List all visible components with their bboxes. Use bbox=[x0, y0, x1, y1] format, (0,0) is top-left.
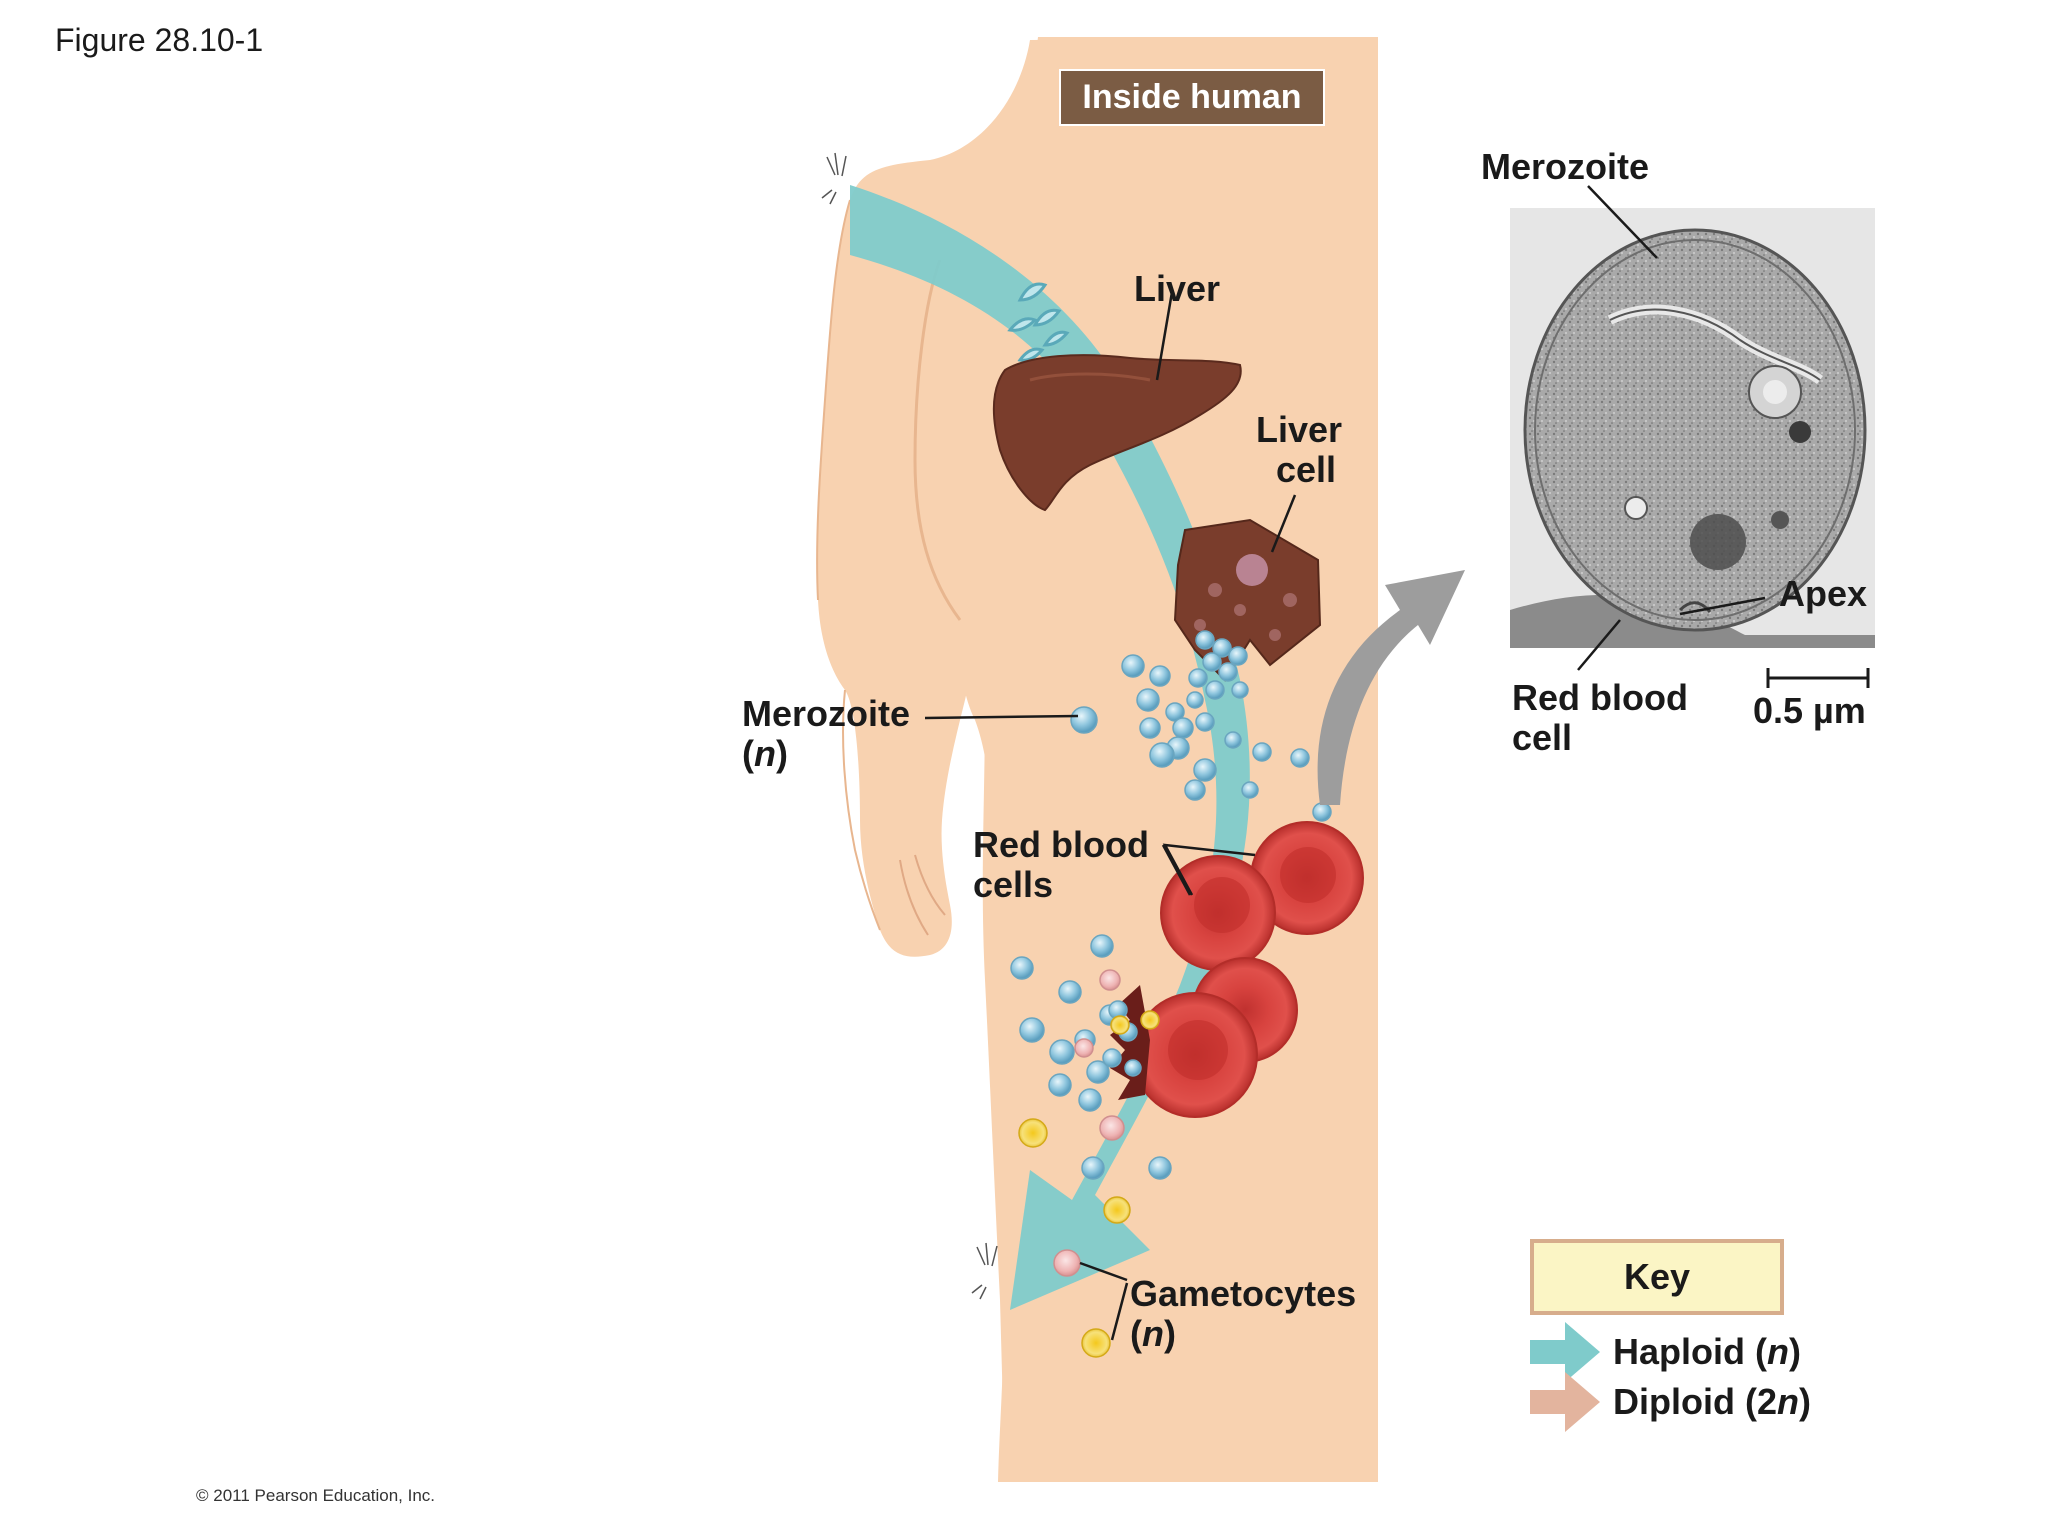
gametocytes-label-line2: (n) bbox=[1130, 1314, 1356, 1354]
liver-organ bbox=[992, 354, 1242, 512]
paren-open: ( bbox=[742, 733, 754, 774]
copyright-notice: © 2011 Pearson Education, Inc. bbox=[196, 1486, 436, 1505]
gametocytes-pink bbox=[1053, 969, 1125, 1277]
key-diploid-label: Diploid (2n) bbox=[1613, 1382, 1811, 1422]
micrograph-rbc-label-line1: Red blood bbox=[1512, 677, 1688, 718]
leader-lines bbox=[924, 291, 1297, 1341]
gametocytes-label-line1: Gametocytes bbox=[1130, 1273, 1357, 1314]
gametocytes-yellow bbox=[1018, 1010, 1160, 1358]
diploid-key-arrow bbox=[1530, 1372, 1600, 1432]
haploid-key-arrow bbox=[1530, 1322, 1600, 1382]
haploid-n: n bbox=[1766, 1331, 1789, 1372]
gametocytes-label: Gametocytes (n) bbox=[1130, 1274, 1356, 1354]
merozoite-label-line1: Merozoite bbox=[742, 693, 911, 734]
inside-human-header: Inside human bbox=[1082, 78, 1302, 116]
diploid-n: n bbox=[1777, 1381, 1799, 1422]
merozoite-label: Merozoite (n) bbox=[742, 694, 910, 774]
micrograph-rbc-label: Red blood cell bbox=[1512, 678, 1688, 758]
key-title: Key bbox=[1623, 1256, 1691, 1297]
paren-open: ( bbox=[1130, 1313, 1142, 1354]
merozoites-from-liver bbox=[1070, 630, 1332, 822]
liver-cell-label: Liver cell bbox=[1256, 410, 1342, 490]
scale-bar bbox=[1766, 668, 1870, 688]
scale-bar-label: 0.5 µm bbox=[1753, 690, 1866, 731]
micrograph-apex-label: Apex bbox=[1779, 573, 1868, 614]
red-blood-cells bbox=[1110, 821, 1364, 1118]
sporozoites bbox=[1007, 282, 1070, 362]
micrograph-rbc-label-line2: cell bbox=[1512, 717, 1573, 758]
haploid-text: Haploid ( bbox=[1613, 1331, 1767, 1372]
diploid-text: Diploid (2 bbox=[1613, 1381, 1777, 1422]
red-blood-cells-label: Red blood cells bbox=[973, 825, 1149, 905]
merozoite-label-line2: (n) bbox=[742, 734, 910, 774]
key-haploid-label: Haploid (n) bbox=[1613, 1332, 1801, 1372]
paren-close: ) bbox=[776, 733, 788, 774]
haploid-flow-arrow bbox=[850, 185, 1250, 1310]
red-blood-cells-label-line1: Red blood bbox=[973, 824, 1149, 865]
red-blood-cells-label-line2: cells bbox=[973, 864, 1054, 905]
paren-close: ) bbox=[1164, 1313, 1176, 1354]
ploidy-n: n bbox=[754, 733, 776, 774]
key-box bbox=[1530, 1239, 1784, 1315]
figure-title: Figure 28.10-1 bbox=[55, 22, 264, 58]
liver-label: Liver bbox=[1134, 268, 1221, 309]
header-badge bbox=[1059, 69, 1325, 126]
liver-cell-label-line2: cell bbox=[1276, 449, 1337, 490]
ploidy-n: n bbox=[1142, 1313, 1164, 1354]
micrograph-merozoite-label: Merozoite bbox=[1481, 146, 1650, 187]
haploid-close: ) bbox=[1788, 1331, 1801, 1372]
zoom-arrow bbox=[1317, 570, 1465, 805]
diploid-close: ) bbox=[1799, 1381, 1811, 1422]
liver-cell-label-line1: Liver bbox=[1256, 409, 1343, 450]
merozoite-micrograph bbox=[1510, 185, 1875, 671]
